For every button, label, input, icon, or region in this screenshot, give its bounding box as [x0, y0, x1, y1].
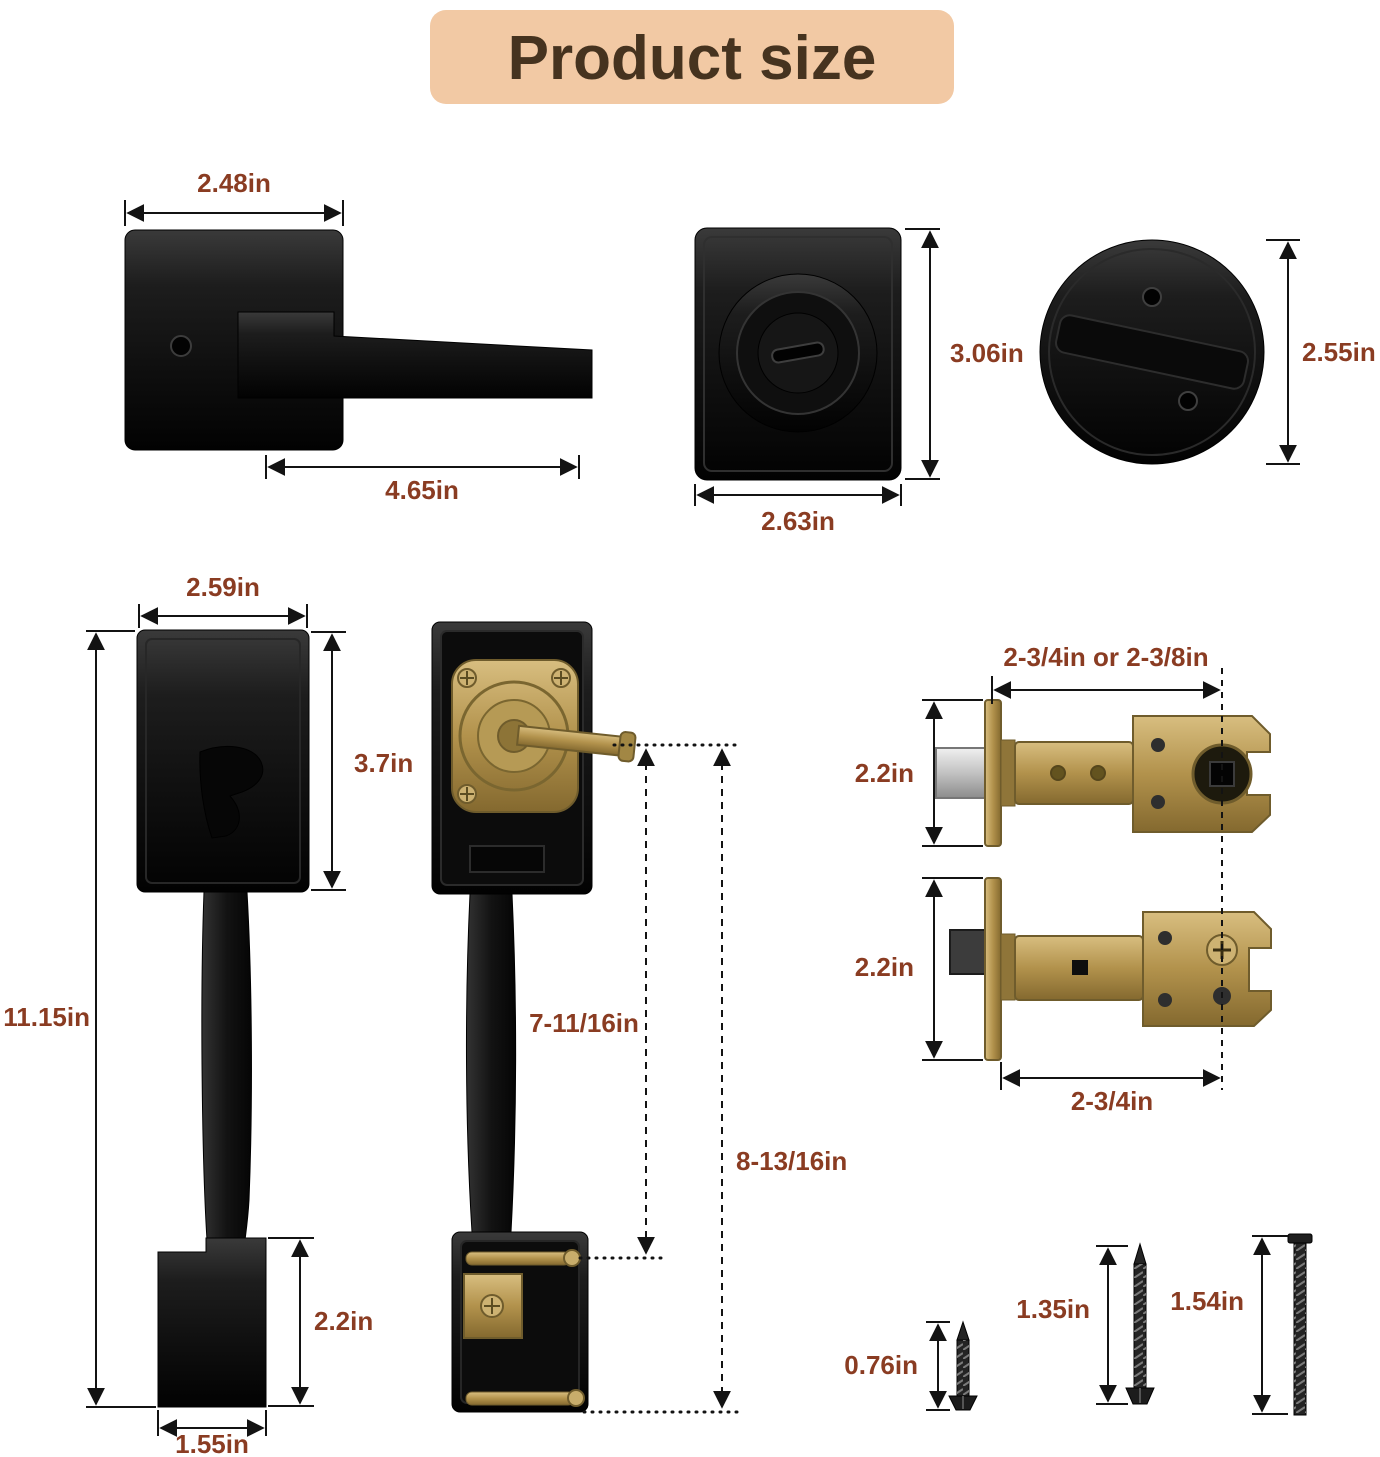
dimension-label: 0.76in: [844, 1350, 918, 1380]
dimension-label: 2.48in: [197, 168, 271, 198]
thumbturn-bar: [1055, 314, 1249, 390]
screw-threads: [1294, 1243, 1306, 1415]
dimension-label: 2.2in: [314, 1306, 373, 1336]
dimension-label: 2.2in: [855, 758, 914, 788]
spindle-tip: [617, 731, 637, 763]
dimension-label: 2.63in: [761, 506, 835, 536]
title-banner: Product size: [430, 10, 954, 104]
screws-diagram: 0.76in 1.35in 1.54in: [844, 1233, 1313, 1416]
spindle: [515, 724, 637, 763]
latch-hole: [1158, 931, 1172, 945]
dimension-label: 3.06in: [950, 338, 1024, 368]
latch-collar: [1000, 739, 1016, 807]
lever-diagram: 2.48in 4.65in: [124, 168, 593, 505]
screw-tip: [1133, 1242, 1147, 1265]
latch-rod-tip: [567, 1389, 585, 1407]
screw-threads: [957, 1340, 969, 1396]
keyhole-icon: [771, 341, 825, 364]
latch-rod-tip: [563, 1249, 581, 1267]
latch-slot: [1072, 960, 1088, 975]
screw-hole-icon: [1142, 287, 1162, 307]
screw-threads: [1134, 1264, 1146, 1388]
latch-bolt: [949, 929, 987, 975]
plate-slot: [469, 845, 545, 873]
latch-hole: [1050, 765, 1066, 781]
screw-short: [948, 1320, 978, 1411]
screw-tip: [956, 1320, 970, 1341]
dimension-label: 1.35in: [1016, 1294, 1090, 1324]
latch-hole: [1151, 738, 1165, 752]
handleset-back-diagram: 7-11/16in 8-13/16in: [431, 621, 847, 1414]
handle-grip: [201, 891, 252, 1241]
dimension-label: 11.15in: [3, 1002, 90, 1032]
deadbolt-latch-diagram: 2-3/4in or 2-3/8in 2.2in: [855, 642, 1271, 847]
screw-head: [1287, 1233, 1313, 1244]
latch-bracket: [463, 1273, 523, 1339]
deadbolt-front-diagram: 3.06in 2.63in: [694, 227, 1024, 536]
latch-bolt: [935, 747, 989, 799]
latch-body: [1014, 741, 1134, 805]
dimension-label: 2.2in: [855, 952, 914, 982]
dimension-label: 4.65in: [385, 475, 459, 505]
deadbolt-thumbturn-diagram: 2.55in: [1039, 239, 1376, 465]
latch-hole: [1151, 795, 1165, 809]
latch-faceplate: [984, 877, 1002, 1061]
handle-base: [157, 1237, 267, 1408]
screw-long: [1287, 1233, 1313, 1416]
title-banner-bg: [430, 10, 954, 104]
dimension-label: 2.55in: [1302, 337, 1376, 367]
screw-medium: [1125, 1242, 1155, 1405]
mechanism-screws: [457, 668, 571, 804]
latch-rod-bottom: [465, 1391, 575, 1406]
dimension-label: 8-13/16in: [736, 1146, 847, 1176]
page-title: Product size: [508, 24, 877, 93]
latch-hole: [1090, 765, 1106, 781]
thumb-latch: [199, 746, 264, 839]
latch-faceplate: [984, 699, 1002, 847]
thumbturn-rose-ring: [1048, 248, 1256, 456]
lever-handle: [237, 311, 593, 399]
latch-backplate: [1142, 911, 1272, 1027]
handle-grip-back: [465, 893, 517, 1233]
latch-hole: [1158, 993, 1172, 1007]
latch-collar: [1000, 933, 1016, 1001]
dimension-label: 7-11/16in: [529, 1008, 639, 1038]
screw-hole-icon: [170, 335, 192, 357]
handleset-plate-bevel: [145, 638, 301, 884]
passage-latch-diagram: 2.2in 2-3/4in: [855, 877, 1272, 1116]
latch-rod-top: [465, 1251, 571, 1266]
dimension-label: 3.7in: [354, 748, 413, 778]
dimension-label: 2.59in: [186, 572, 260, 602]
dimension-label: 1.54in: [1170, 1286, 1244, 1316]
screw-hole-icon: [1178, 391, 1198, 411]
dimension-label: 2-3/4in or 2-3/8in: [1003, 642, 1208, 672]
handleset-front-diagram: 2.59in 3.7in 11.15in 2.2in 1.55in: [3, 572, 413, 1457]
deadbolt-plate-bevel: [703, 236, 893, 472]
dimension-label: 2-3/4in: [1071, 1086, 1153, 1116]
dimension-label: 1.55in: [175, 1429, 249, 1457]
